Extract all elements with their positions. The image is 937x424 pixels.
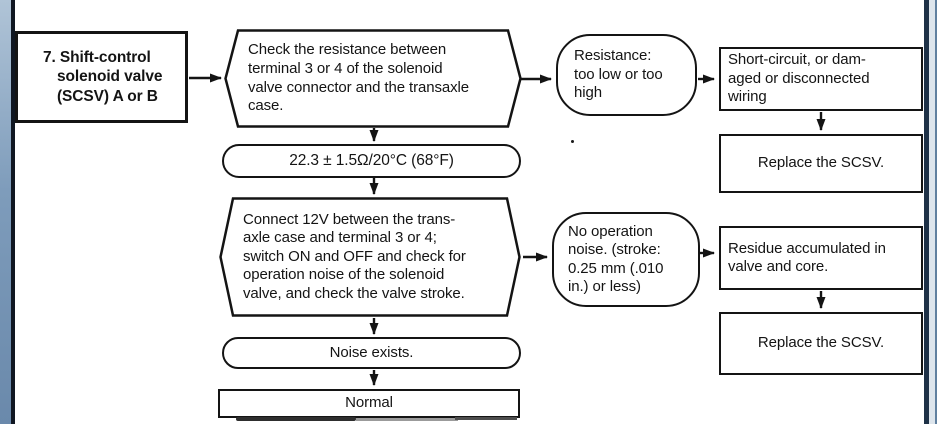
condition-resistance-abnormal: Resistance: too low or too high <box>556 34 697 116</box>
page-left-border-bar <box>0 0 11 424</box>
scan-dot-artifact <box>571 140 574 143</box>
page-right-border-strip <box>929 0 935 424</box>
condition-text-line: high <box>574 84 602 102</box>
scan-smudge-artifact <box>455 417 517 420</box>
result-normal-label: Normal <box>345 394 393 412</box>
start-node-line: 7. Shift-control <box>43 48 151 66</box>
step-text-line: operation noise of the solenoid <box>243 266 445 284</box>
spec-resistance-label: 22.3 ± 1.5Ω/20°C (68°F) <box>289 151 454 169</box>
action-replace-scsv-2: Replace the SCSV. <box>719 312 923 375</box>
action-label: Replace the SCSV. <box>757 334 885 352</box>
start-node-line: (SCSV) A or B <box>57 87 158 105</box>
cause-text-line: aged or disconnected <box>728 69 870 87</box>
step-text-line: Connect 12V between the trans- <box>243 210 456 228</box>
scan-smudge-artifact <box>356 418 458 421</box>
condition-text-line: noise. (stroke: <box>568 241 661 259</box>
step-text-line: axle case and terminal 3 or 4; <box>243 229 437 247</box>
condition-text-line: No operation <box>568 222 653 240</box>
result-normal: Normal <box>218 389 520 418</box>
step-text-line: Check the resistance between <box>248 41 447 59</box>
cause-text-line: Residue accumulated in <box>728 239 886 257</box>
condition-text-line: Resistance: <box>574 47 652 65</box>
cause-residue-accumulated: Residue accumulated in valve and core. <box>719 226 923 290</box>
page-left-border-line <box>11 0 15 424</box>
start-node-line: solenoid valve <box>57 68 163 86</box>
condition-text-line: 0.25 mm (.010 <box>568 259 664 277</box>
action-label: Replace the SCSV. <box>757 154 885 172</box>
hexagon-shape-connect-12v <box>219 197 521 317</box>
cause-wiring-fault: Short-circuit, or dam- aged or disconnec… <box>719 47 923 111</box>
cause-text-line: valve and core. <box>728 258 829 275</box>
hexagon-shape-check-resistance <box>224 29 522 128</box>
condition-text-line: in.) or less) <box>568 277 641 295</box>
result-noise-exists: Noise exists. <box>222 337 521 369</box>
cause-text-line: Short-circuit, or dam- <box>728 51 866 69</box>
condition-no-operation-noise: No operation noise. (stroke: 0.25 mm (.0… <box>552 212 700 307</box>
step-text-line: valve connector and the transaxle <box>248 78 470 96</box>
page-right-border-line <box>924 0 929 424</box>
step-text-line: terminal 3 or 4 of the solenoid <box>248 59 443 77</box>
spec-resistance-value: 22.3 ± 1.5Ω/20°C (68°F) <box>222 144 521 178</box>
scan-smudge-artifact <box>236 417 356 421</box>
step-connect-12v: Connect 12V between the trans- axle case… <box>219 197 521 317</box>
result-noise-label: Noise exists. <box>329 343 414 361</box>
action-replace-scsv-1: Replace the SCSV. <box>719 134 923 193</box>
step-check-resistance: Check the resistance between terminal 3 … <box>224 29 522 128</box>
condition-text-line: too low or too <box>574 65 663 83</box>
cause-text-line: wiring <box>728 88 767 106</box>
start-node-scsv: 7. Shift-control solenoid valve (SCSV) A… <box>15 31 188 123</box>
step-text-line: valve, and check the valve stroke. <box>243 284 465 302</box>
page-right-border-edge <box>935 0 937 424</box>
step-text-line: switch ON and OFF and check for <box>243 247 466 265</box>
step-text-line: case. <box>248 97 284 115</box>
